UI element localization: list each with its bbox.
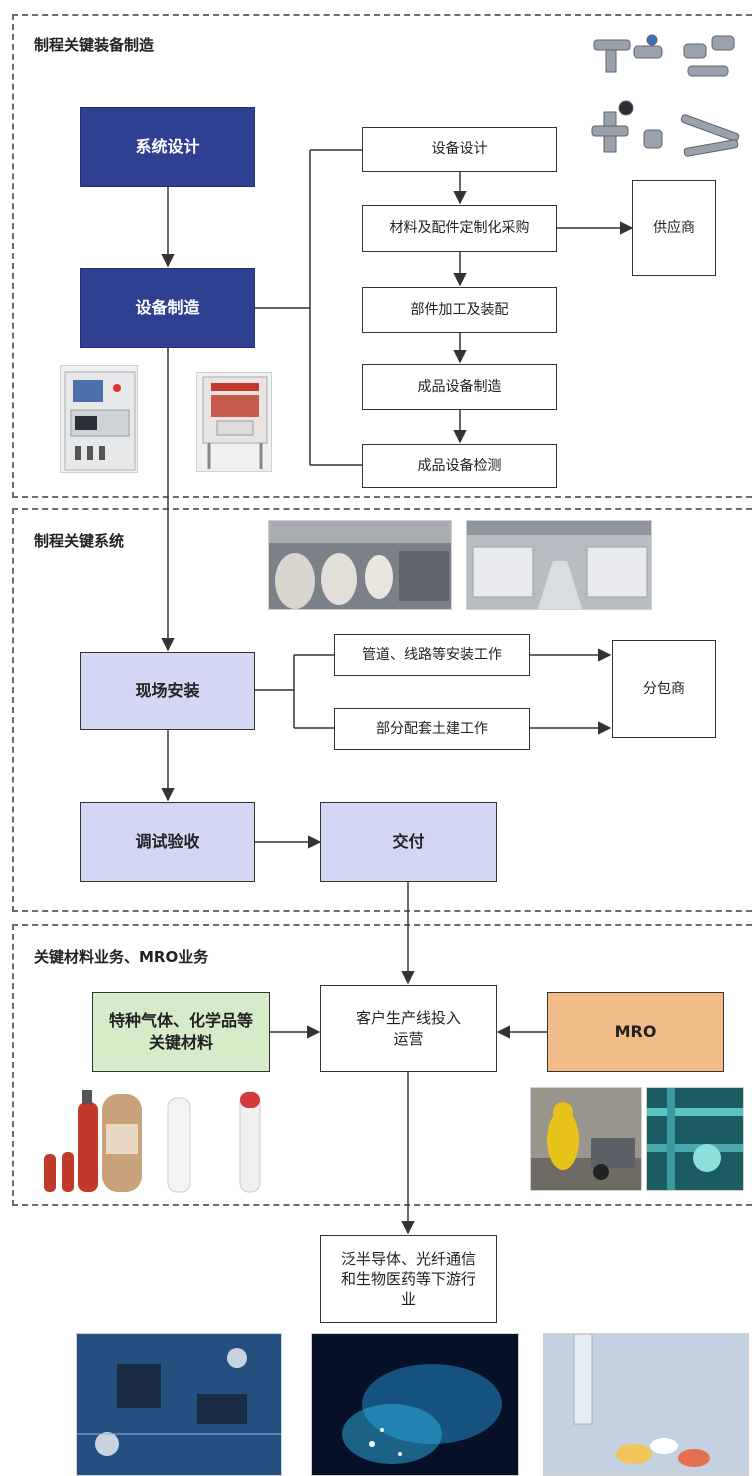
optical-fiber-photo (311, 1333, 519, 1476)
procurement-box: 材料及配件定制化采购 (362, 205, 557, 252)
civil-works-box: 部分配套土建工作 (334, 708, 530, 750)
section-title-system: 制程关键系统 (34, 532, 125, 550)
mro-box: MRO (547, 992, 724, 1072)
section-system (12, 508, 754, 912)
equipment-cabinet-photo-1 (60, 365, 138, 473)
customer-production-line-box: 客户生产线投入运营 (320, 985, 497, 1072)
delivery-box: 交付 (320, 802, 497, 882)
parts-assembly-box: 部件加工及装配 (362, 287, 557, 333)
site-installation-box: 现场安装 (80, 652, 255, 730)
system-design-box: 系统设计 (80, 107, 255, 187)
product-testing-box: 成品设备检测 (362, 444, 557, 488)
special-gas-chemicals-box: 特种气体、化学品等关键材料 (92, 992, 270, 1072)
hazmat-workers-photo (530, 1087, 642, 1191)
commissioning-box: 调试验收 (80, 802, 255, 882)
section-equipment (12, 14, 754, 498)
industrial-pipes-photo (646, 1087, 744, 1191)
gas-cylinders-photo (40, 1080, 290, 1198)
equipment-cabinet-photo-2 (196, 372, 272, 472)
section-title-materials: 关键材料业务、MRO业务 (34, 948, 209, 966)
valve-fittings-photo (584, 26, 744, 172)
medicine-photo (543, 1333, 749, 1476)
equipment-design-box: 设备设计 (362, 127, 557, 172)
section-materials (12, 924, 754, 1206)
equipment-manufacturing-box: 设备制造 (80, 268, 255, 348)
cleanroom-corridor-photo (466, 520, 652, 610)
downstream-industries-box: 泛半导体、光纤通信和生物医药等下游行业 (320, 1235, 497, 1323)
section-title-equipment: 制程关键装备制造 (34, 36, 155, 54)
gas-tank-hall-photo (268, 520, 452, 610)
supplier-box: 供应商 (632, 180, 716, 276)
pipeline-installation-box: 管道、线路等安装工作 (334, 634, 530, 676)
product-manufacturing-box: 成品设备制造 (362, 364, 557, 410)
subcontractor-box: 分包商 (612, 640, 716, 738)
circuit-board-photo (76, 1333, 282, 1476)
